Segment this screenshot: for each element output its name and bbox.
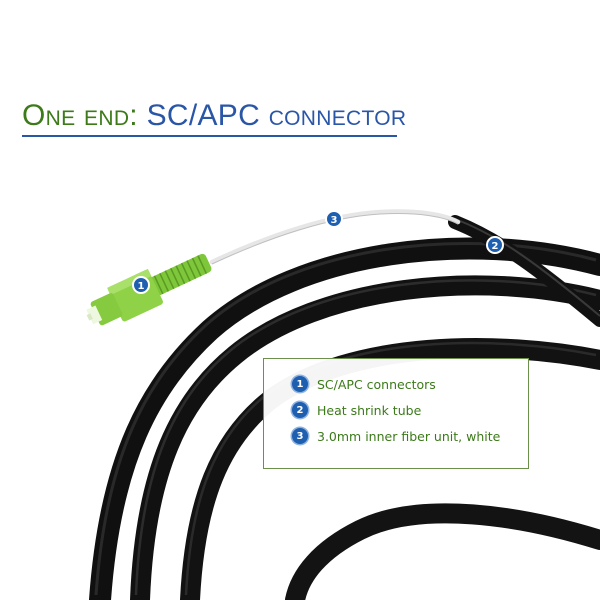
marker-1: 1 xyxy=(132,276,150,294)
legend-label: SC/APC connectors xyxy=(317,376,436,392)
white-fiber xyxy=(209,209,461,265)
legend-badge-icon: 1 xyxy=(292,376,308,392)
legend-item: 1 SC/APC connectors xyxy=(292,371,528,397)
title-underline xyxy=(22,135,397,137)
marker-3-label: 3 xyxy=(331,215,338,226)
legend-box: 1 SC/APC connectors 2 Heat shrink tube 3… xyxy=(263,358,529,469)
legend-item: 3 3.0mm inner fiber unit, white xyxy=(292,423,528,449)
legend-label: Heat shrink tube xyxy=(317,402,422,418)
heat-shrink-tube xyxy=(448,215,600,327)
legend-label: 3.0mm inner fiber unit, white xyxy=(317,428,501,444)
legend-item: 2 Heat shrink tube xyxy=(292,397,528,423)
marker-2-label: 2 xyxy=(492,241,499,252)
title-prefix: One end: xyxy=(22,99,138,132)
marker-1-label: 1 xyxy=(138,281,145,292)
page-title: One end: SC/APC connector xyxy=(22,100,406,132)
legend-badge-icon: 2 xyxy=(292,402,308,418)
marker-2: 2 xyxy=(486,236,504,254)
legend-badge-icon: 3 xyxy=(292,428,308,444)
marker-3: 3 xyxy=(325,210,343,228)
title-main: SC/APC connector xyxy=(146,99,407,132)
